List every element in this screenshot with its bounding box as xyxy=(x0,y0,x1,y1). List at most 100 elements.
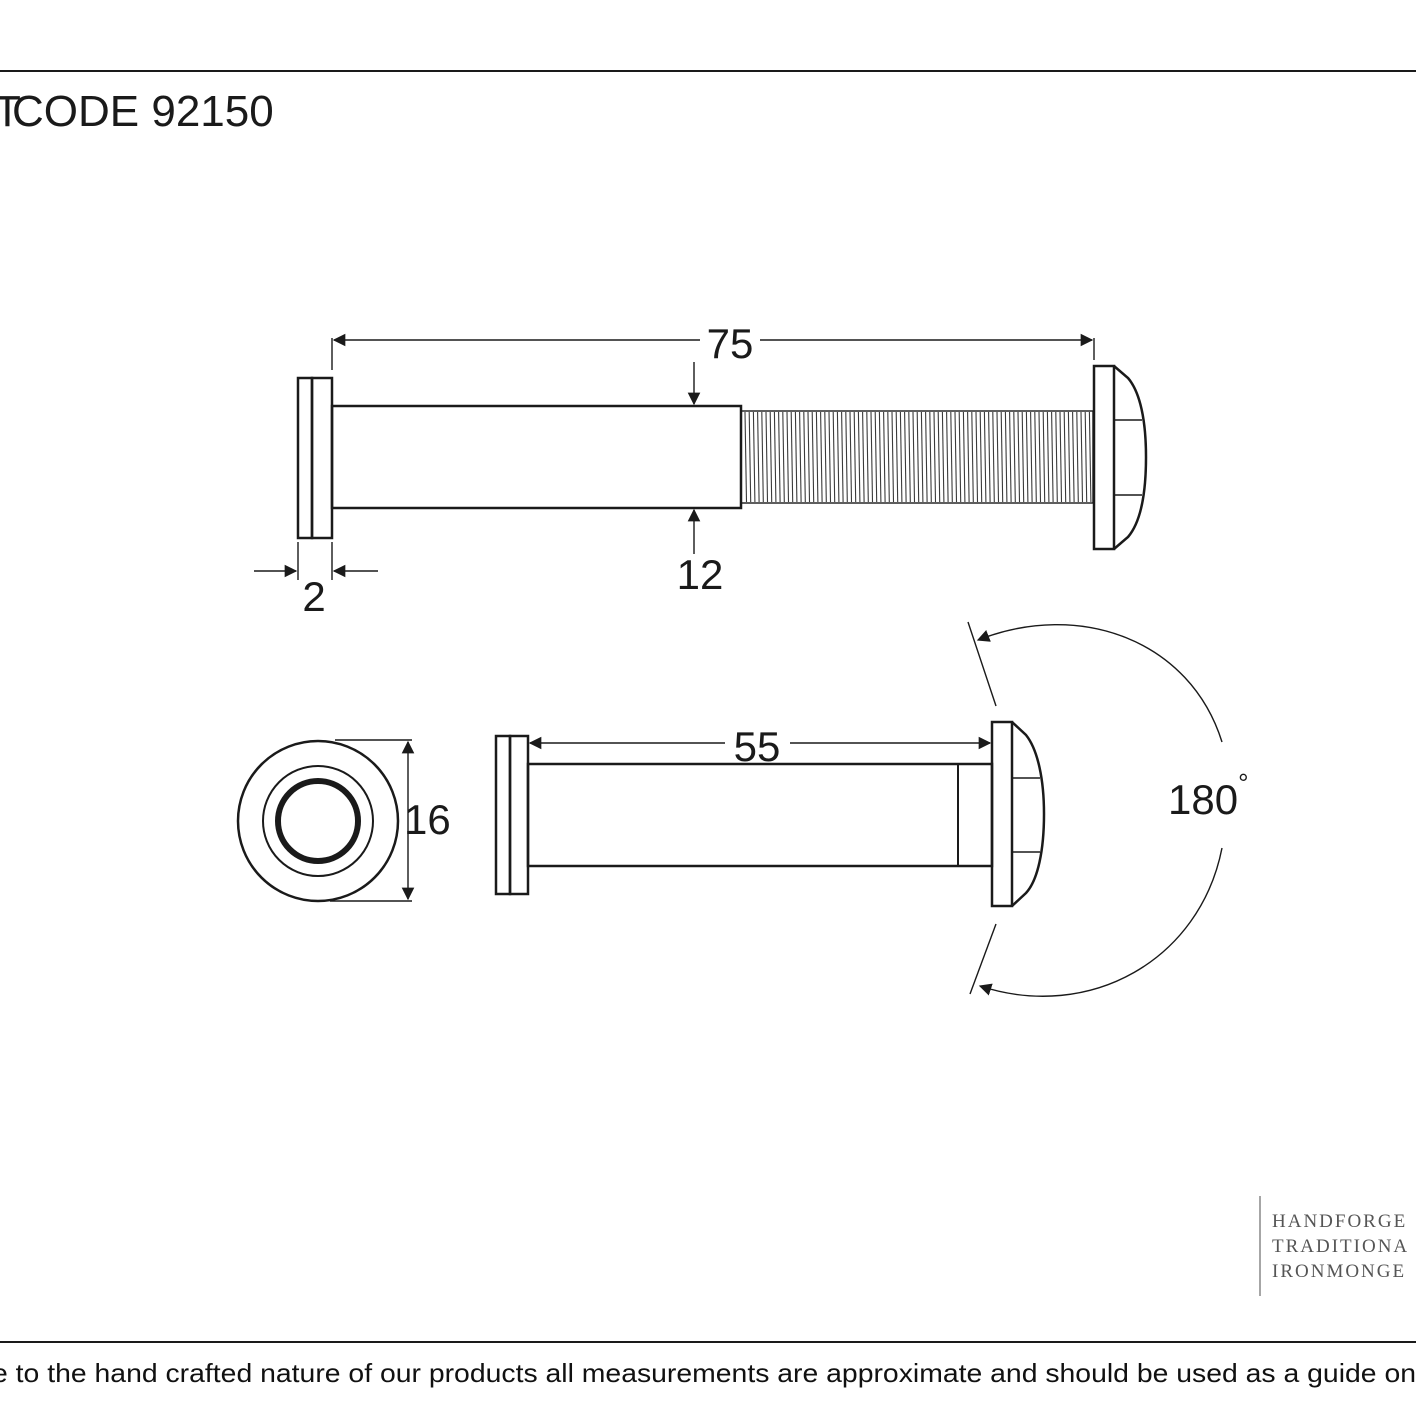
dim-label-16: 16 xyxy=(404,796,451,843)
thread-line xyxy=(933,411,937,503)
end-view-lens-ring xyxy=(275,778,361,864)
footer-disclaimer: e to the hand crafted nature of our prod… xyxy=(0,1358,1416,1388)
thread-line xyxy=(988,411,991,503)
thread-line xyxy=(832,411,836,503)
brand-line-2: TRADITIONA xyxy=(1272,1236,1409,1257)
barrel-body xyxy=(330,404,743,510)
thread-line xyxy=(937,411,941,503)
viewing-angle-indicator: 180° xyxy=(967,621,1248,997)
angle-label: 180° xyxy=(1168,768,1248,823)
end-view: 16 xyxy=(236,739,451,903)
thread-line xyxy=(920,411,924,503)
angle-arc-bottom xyxy=(978,847,1223,997)
thread-line xyxy=(1004,411,1008,503)
thread-line xyxy=(778,411,781,503)
thread-line xyxy=(950,411,953,503)
thread-line xyxy=(853,411,857,503)
thread-line xyxy=(811,411,815,503)
thread-line xyxy=(836,411,840,503)
thread-line xyxy=(769,411,773,503)
lens-head-flange xyxy=(1092,364,1116,551)
dim-label-12: 12 xyxy=(677,551,724,598)
flange-plate-inner xyxy=(310,376,334,540)
retracted-lens-dome xyxy=(1011,721,1046,907)
retracted-lens-flange xyxy=(990,720,1014,908)
thread-line xyxy=(883,411,886,503)
thread-line xyxy=(983,411,987,503)
thread-line xyxy=(887,411,890,503)
retracted-flange-outer xyxy=(494,734,512,896)
cut-letter: T xyxy=(0,87,21,136)
thread-line xyxy=(971,411,974,503)
thread-line xyxy=(849,411,853,503)
thread-line xyxy=(1051,411,1054,503)
degree-symbol: ° xyxy=(1238,768,1248,798)
angle-arc-top xyxy=(976,624,1223,743)
thread-line xyxy=(874,411,878,503)
thread-line xyxy=(962,411,966,503)
thread-line xyxy=(996,411,1000,503)
thread-line xyxy=(1013,411,1016,503)
thread-line xyxy=(975,411,979,503)
thread-line xyxy=(1025,411,1029,503)
retracted-barrel xyxy=(526,762,994,868)
thread-line xyxy=(1076,411,1079,503)
thread-line xyxy=(773,411,777,503)
dim-label-75: 75 xyxy=(707,320,754,367)
dim-label-55: 55 xyxy=(734,723,781,770)
side-view-extended: 75 12 2 xyxy=(254,320,1148,620)
brand-line-3: IRONMONGE xyxy=(1272,1261,1406,1282)
thread-line xyxy=(845,411,848,503)
thread-line xyxy=(857,411,861,503)
thread-line xyxy=(992,411,995,503)
thread-line xyxy=(908,411,911,503)
thread-line xyxy=(891,411,895,503)
thread-line xyxy=(799,411,802,503)
product-code: CODE 92150 xyxy=(12,87,274,136)
thread-line xyxy=(1034,411,1037,503)
thread-line xyxy=(761,411,764,503)
thread-line xyxy=(748,411,752,503)
thread-line xyxy=(790,411,794,503)
thread-line xyxy=(765,411,769,503)
thread-line xyxy=(967,411,970,503)
thread-line xyxy=(752,411,756,503)
thread-line xyxy=(1059,411,1063,503)
thread-line xyxy=(946,411,949,503)
lens-dome xyxy=(1113,365,1148,550)
side-view-retracted: 55 xyxy=(494,720,1046,908)
thread-line xyxy=(1000,411,1004,503)
thread-line xyxy=(878,411,882,503)
thread-line xyxy=(958,411,962,503)
thread-line xyxy=(824,411,827,503)
thread-line xyxy=(862,411,865,503)
thread-line xyxy=(803,411,806,503)
thread-line xyxy=(828,411,832,503)
thread-line xyxy=(866,411,869,503)
thread-line xyxy=(841,411,844,503)
thread-line xyxy=(870,411,874,503)
thread-line xyxy=(1030,411,1033,503)
retracted-flange-inner xyxy=(508,734,530,896)
thread-line xyxy=(1017,411,1021,503)
thread-line xyxy=(904,411,907,503)
thread-line xyxy=(1038,411,1042,503)
thread-line xyxy=(744,411,748,503)
thread-line xyxy=(1009,411,1012,503)
thread-line xyxy=(941,411,945,503)
thread-line xyxy=(757,411,760,503)
thread-line xyxy=(1046,411,1050,503)
end-view-outer-ring xyxy=(236,739,400,903)
angle-value: 180 xyxy=(1168,776,1238,823)
thread-line xyxy=(794,411,798,503)
brand-block: HANDFORGE TRADITIONA IRONMONGE xyxy=(1259,1196,1409,1296)
thread-line xyxy=(979,411,983,503)
thread-line xyxy=(807,411,811,503)
thread-line xyxy=(1080,411,1084,503)
thread-line xyxy=(786,411,790,503)
thread-line xyxy=(925,411,928,503)
thread-line xyxy=(1021,411,1025,503)
brand-line-1: HANDFORGE xyxy=(1272,1211,1407,1232)
angle-ray-bottom xyxy=(969,923,997,995)
